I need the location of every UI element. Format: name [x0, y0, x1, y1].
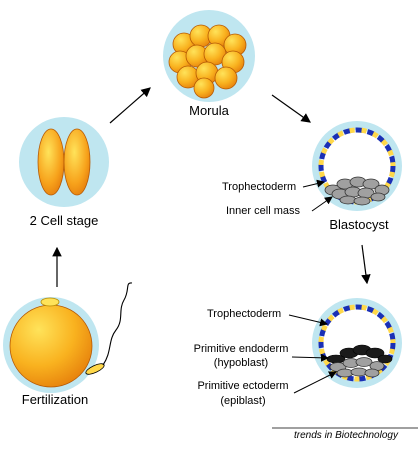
pointer-inner-cell-mass — [311, 196, 333, 212]
stage-label-blastocyst: Blastocyst — [329, 217, 389, 232]
stage-label-morula: Morula — [189, 103, 229, 118]
label-trophectoderm-2: Trophectoderm — [207, 308, 282, 320]
cycle-arrows — [52, 87, 371, 287]
pointer-primitive-endoderm — [291, 353, 329, 362]
arrow-2cell-to-morula — [109, 87, 151, 124]
pointer-trophectoderm-1 — [302, 179, 325, 188]
label-inner-cell-mass: Inner cell mass — [226, 205, 300, 217]
late-blastocyst-embryo — [312, 298, 402, 388]
morula-blastomeres — [168, 24, 247, 99]
polar-body — [40, 297, 60, 307]
label-trophectoderm-1: Trophectoderm — [222, 181, 297, 193]
blastocyst-embryo — [312, 121, 402, 211]
label-primitive-ectoderm: Primitive ectoderm — [197, 380, 289, 392]
arrow-morula-to-blastocyst — [271, 94, 311, 123]
arrow-blastocyst-to-late — [361, 244, 371, 285]
pointer-primitive-ectoderm — [293, 371, 337, 394]
sperm-cell — [85, 282, 133, 375]
primitive-endoderm-layer — [326, 344, 393, 364]
source-credit: trends in Biotechnology — [294, 430, 398, 441]
two-cell-embryo — [19, 117, 109, 207]
label-epiblast: (epiblast) — [220, 395, 266, 407]
stage-label-2-cell: 2 Cell stage — [29, 213, 99, 228]
label-primitive-endoderm: Primitive endoderm — [193, 343, 289, 355]
inner-cell-mass-cluster — [324, 176, 390, 206]
primitive-ectoderm-layer — [329, 357, 385, 378]
label-hypoblast: (hypoblast) — [213, 357, 269, 369]
morula-embryo — [163, 10, 255, 102]
fertilization-embryo — [3, 297, 99, 393]
pointer-trophectoderm-2 — [288, 314, 328, 327]
stage-label-fertilization: Fertilization — [21, 392, 89, 407]
pointer-lines — [288, 179, 337, 394]
